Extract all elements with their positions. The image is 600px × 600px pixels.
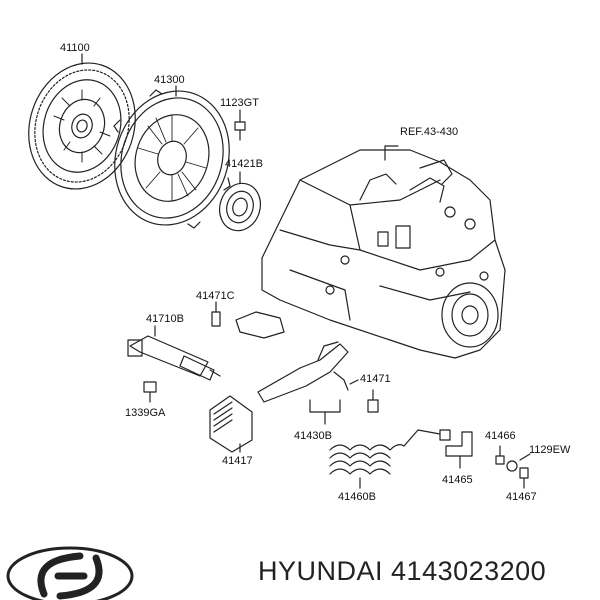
- bolt: [234, 109, 246, 141]
- nut: [143, 381, 157, 403]
- label-41471: 41471: [360, 373, 391, 385]
- release-cylinder: [127, 325, 221, 381]
- hose-bracket: [445, 431, 473, 469]
- label-41421B: 41421B: [225, 158, 263, 170]
- label-41417: 41417: [222, 455, 253, 467]
- spring-clip: [349, 379, 379, 413]
- washer: [506, 453, 531, 472]
- label-ref: REF.43-430: [400, 126, 459, 138]
- transaxle-housing: [261, 149, 506, 359]
- label-41471C: 41471C: [196, 290, 235, 302]
- label-1129EW: 1129EW: [529, 444, 571, 456]
- fork-pin: [211, 301, 221, 327]
- hyundai-logo-icon: [6, 546, 134, 600]
- clutch-disc: [28, 62, 136, 190]
- label-41466: 41466: [485, 430, 516, 442]
- label-1123GT: 1123GT: [220, 97, 259, 109]
- bleeder-bolt: [495, 445, 505, 465]
- pressure-plate: [113, 89, 231, 229]
- label-1339GA: 1339GA: [125, 407, 166, 419]
- label-41430B: 41430B: [294, 430, 332, 442]
- label-41300: 41300: [154, 74, 185, 86]
- label-41460B: 41460B: [338, 491, 376, 503]
- dust-boot: [209, 395, 253, 453]
- label-41465: 41465: [442, 474, 473, 486]
- release-fork: [257, 341, 349, 425]
- part-caption: HYUNDAI 4143023200: [258, 556, 546, 587]
- label-41467: 41467: [506, 491, 537, 503]
- part-number: 4143023200: [391, 556, 547, 586]
- bleeder-cap: [519, 467, 529, 489]
- brand-name: HYUNDAI: [258, 556, 384, 586]
- clutch-hose: [329, 429, 451, 489]
- release-bearing: [218, 171, 262, 232]
- label-41710B: 41710B: [146, 313, 184, 325]
- label-41100: 41100: [60, 42, 90, 54]
